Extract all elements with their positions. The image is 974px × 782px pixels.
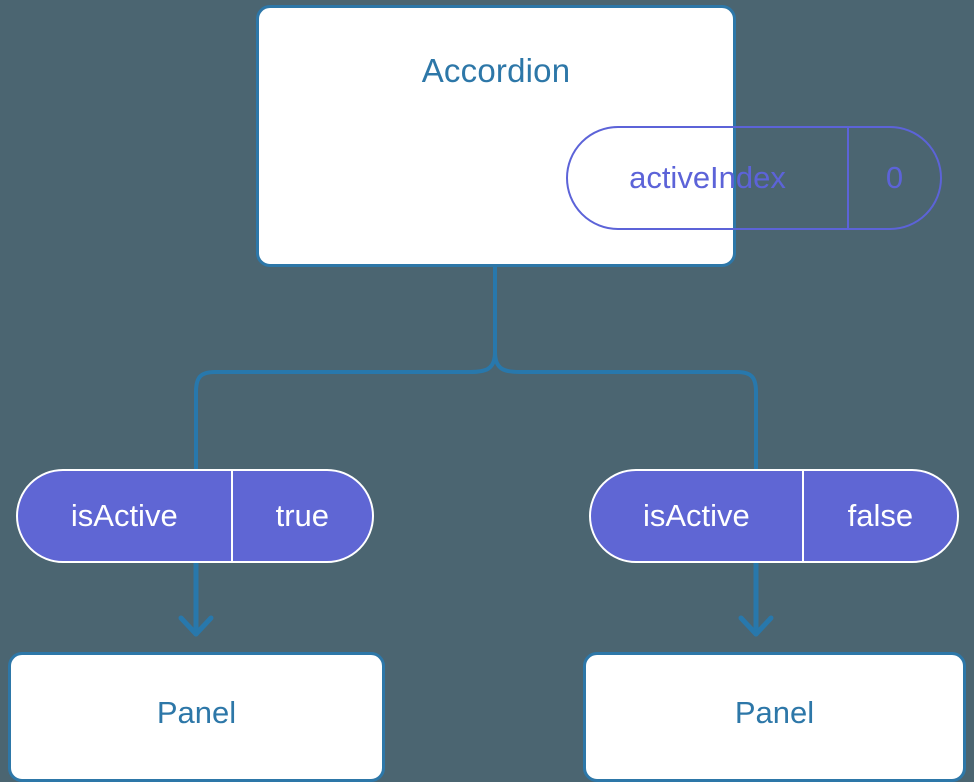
component-card-panel-right[interactable]: Panel bbox=[583, 652, 966, 782]
component-title-panel-right: Panel bbox=[734, 695, 815, 730]
component-card-accordion[interactable]: Accordion activeIndex 0 bbox=[256, 5, 942, 267]
prop-pill-is-active-true[interactable]: isActive true bbox=[16, 469, 374, 563]
prop-pill-key: isActive bbox=[591, 471, 804, 561]
component-card-panel-left[interactable]: Panel bbox=[8, 652, 385, 782]
state-pill-active-index[interactable]: activeIndex 0 bbox=[566, 126, 942, 230]
prop-pill-key: isActive bbox=[18, 471, 233, 561]
prop-pill-value: false bbox=[847, 498, 914, 533]
component-title-accordion: Accordion bbox=[421, 52, 571, 89]
state-pill-value: 0 bbox=[885, 160, 904, 195]
arrow-left-pill-to-panel bbox=[178, 560, 214, 637]
component-title-panel-left: Panel bbox=[156, 695, 237, 730]
edge-root-to-branches-right bbox=[493, 350, 758, 471]
prop-pill-is-active-false[interactable]: isActive false bbox=[589, 469, 959, 563]
prop-pill-value: true bbox=[275, 498, 329, 533]
state-pill-key: activeIndex bbox=[568, 128, 849, 228]
arrow-right-pill-to-panel bbox=[738, 560, 774, 637]
edge-root-to-branches bbox=[194, 265, 497, 471]
